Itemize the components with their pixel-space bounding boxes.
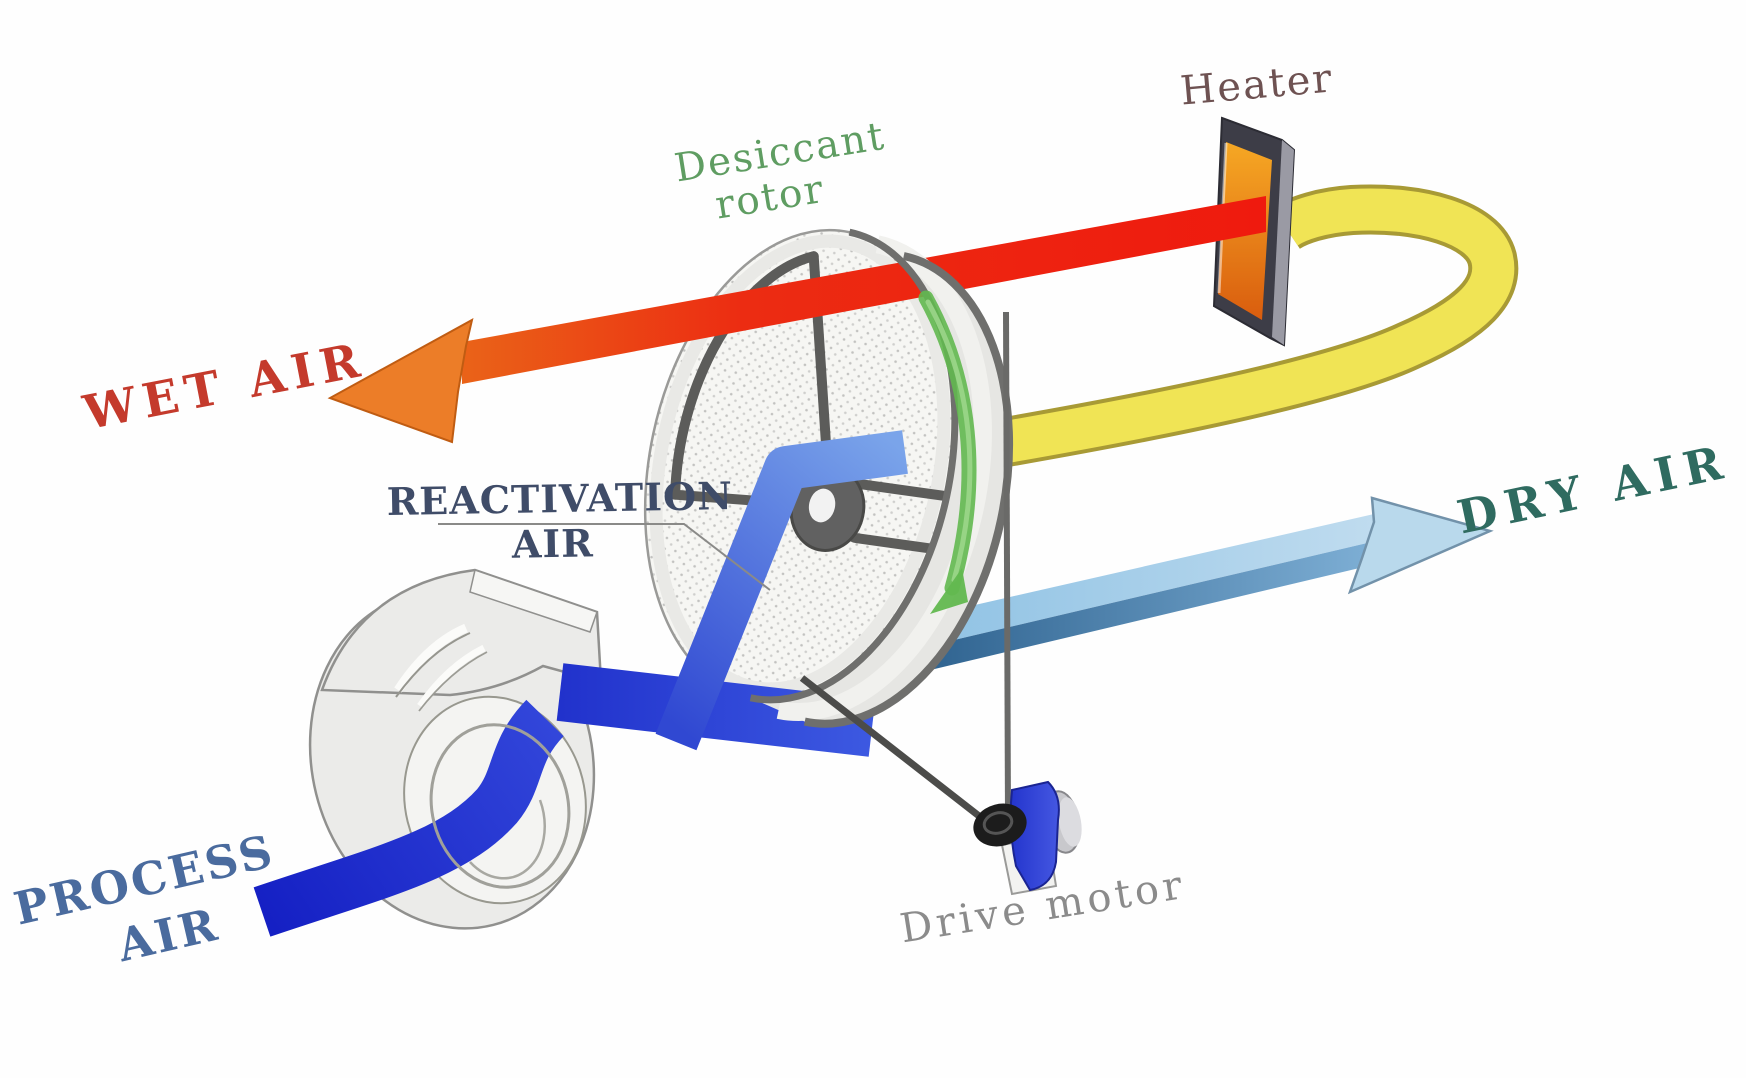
hot-air-band xyxy=(327,196,1266,444)
reactivation-leader-line xyxy=(438,523,771,591)
motor-pulley xyxy=(973,803,1027,847)
process-air-inlet-band xyxy=(253,699,565,937)
reactivation-air-label-line1: REACTIVATION xyxy=(386,473,733,524)
dry-air-arrowhead xyxy=(1347,496,1494,595)
rotation-arrow xyxy=(918,290,977,614)
blower-vent-slits xyxy=(394,623,488,712)
wet-air-label: WET AIR xyxy=(78,332,371,441)
heater-side-face xyxy=(1272,140,1294,345)
reactivation-ribbon xyxy=(943,184,1519,477)
blower-outlet xyxy=(469,569,598,633)
dry-air-label: DRY AIR xyxy=(1453,434,1735,544)
drive-motor xyxy=(973,780,1082,896)
reactivation-air-label-line2: AIR xyxy=(510,520,594,566)
wet-air-arrowhead xyxy=(327,318,474,444)
dry-air-arrow xyxy=(918,496,1494,672)
drive-belt xyxy=(799,311,1011,833)
blower-inlet-ring xyxy=(429,723,571,889)
heater-label: Heater xyxy=(1179,55,1336,114)
reactivation-branch-duct xyxy=(655,430,908,751)
